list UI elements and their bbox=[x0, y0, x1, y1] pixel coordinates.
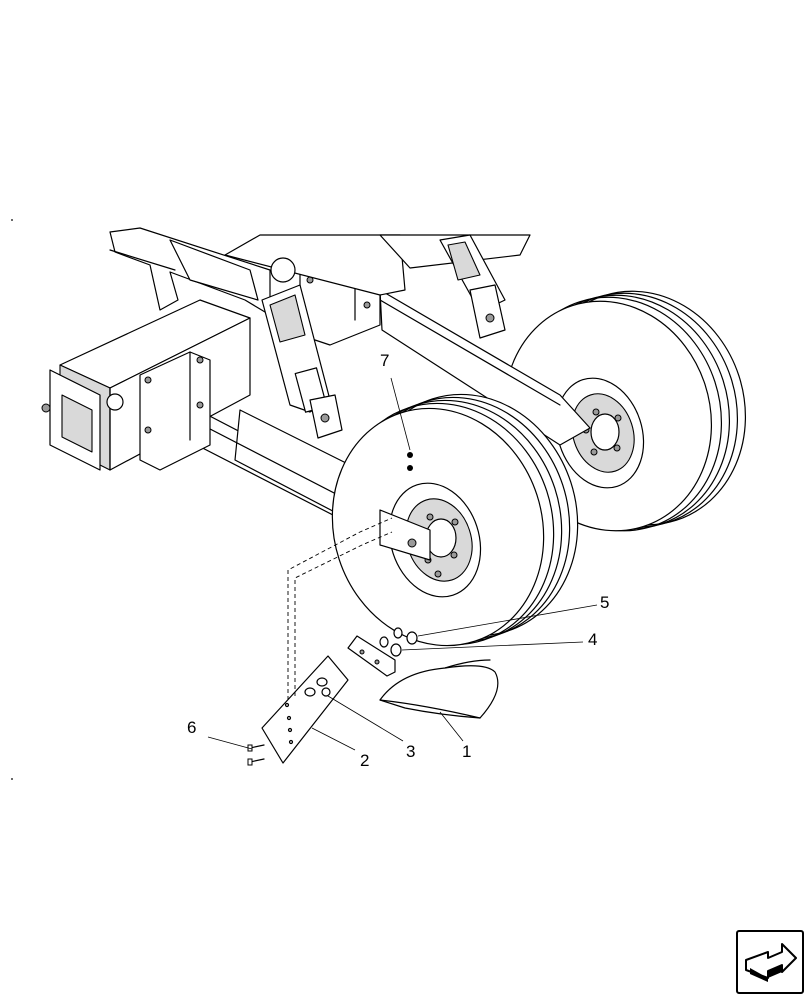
registration-mark bbox=[11, 219, 13, 221]
callout-4: 4 bbox=[588, 630, 597, 649]
callout-5: 5 bbox=[600, 593, 609, 612]
part-scraper-bracket bbox=[347, 635, 396, 677]
registration-mark bbox=[11, 778, 13, 780]
front-wheel-assembly bbox=[331, 393, 579, 647]
part-6-bolts bbox=[247, 744, 265, 766]
callout-2: 2 bbox=[360, 751, 369, 770]
callout-7: 7 bbox=[380, 351, 389, 370]
leader-lines bbox=[207, 377, 598, 751]
part-5-nut bbox=[393, 627, 418, 645]
rear-wheel-assembly bbox=[503, 290, 747, 532]
hydraulic-cylinder-rear bbox=[439, 234, 506, 339]
callout-1: 1 bbox=[462, 742, 471, 761]
assembly-guide-lines bbox=[287, 517, 393, 700]
part-4-washer bbox=[379, 636, 402, 657]
next-page-arrow-icon[interactable] bbox=[736, 930, 804, 994]
part-2-mount-plate bbox=[261, 655, 349, 764]
arrow-graphic bbox=[745, 943, 797, 982]
part-7-bolts bbox=[407, 452, 413, 471]
part-1-scraper bbox=[379, 659, 499, 719]
part-3-studs bbox=[304, 677, 331, 697]
hydraulic-cylinder-front bbox=[261, 257, 343, 439]
callout-6: 6 bbox=[187, 718, 196, 737]
callout-3: 3 bbox=[406, 742, 415, 761]
